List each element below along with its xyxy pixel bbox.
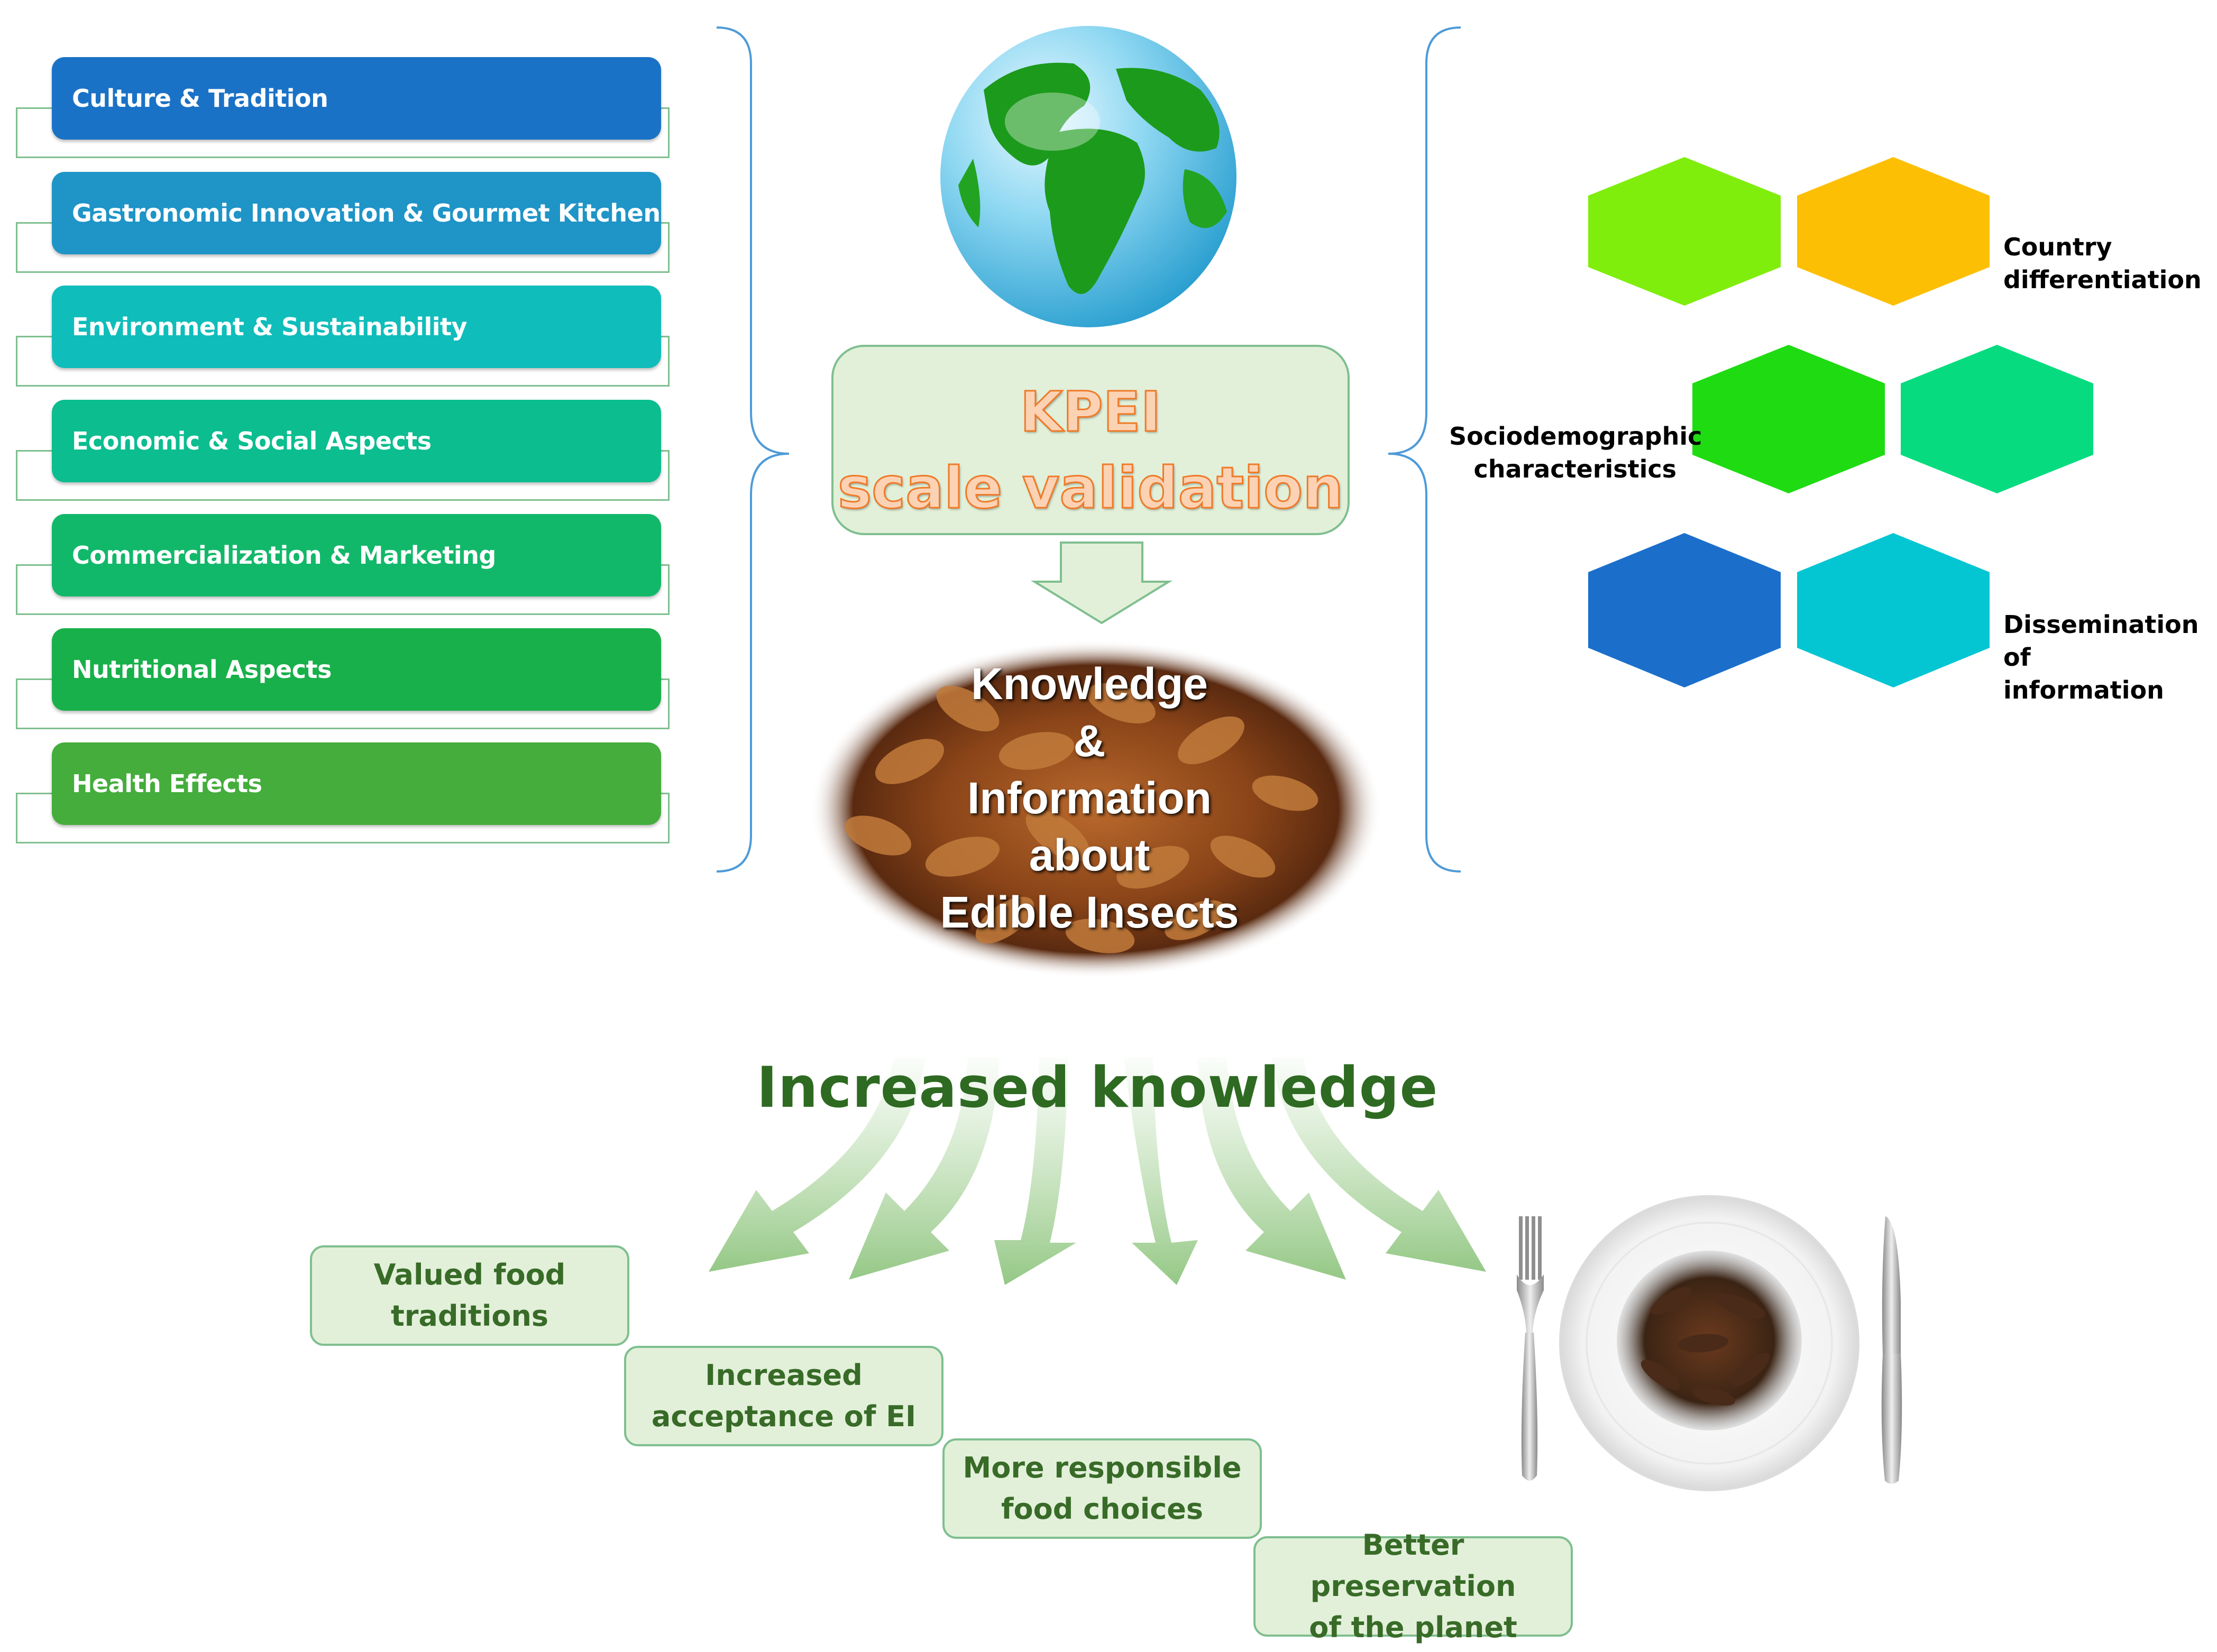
dimension-bar: Environment & Sustainability <box>52 286 661 368</box>
dimension-item: Health Effects <box>16 742 672 846</box>
increased-knowledge-title: Increased knowledge <box>756 1055 1439 1120</box>
dimension-item: Commercialization & Marketing <box>16 514 672 617</box>
dimension-item: Environment & Sustainability <box>16 286 672 389</box>
knife-icon <box>1881 1216 1902 1484</box>
outcome-text: More responsible food choices <box>963 1451 1242 1526</box>
dimension-label: Commercialization & Marketing <box>72 541 496 570</box>
dimension-bar: Commercialization & Marketing <box>52 514 661 596</box>
plate-with-insects-icon <box>1559 1195 1859 1491</box>
dimension-bar: Nutritional Aspects <box>52 628 661 711</box>
hexagon-tile <box>1797 157 1990 306</box>
insects-text-line: Knowledge <box>970 659 1208 709</box>
dimension-bar: Economic & Social Aspects <box>52 400 661 482</box>
hexagon-tile <box>1692 345 1885 493</box>
hexagon-tile <box>1901 345 2093 493</box>
insects-text-line: & <box>1073 716 1106 766</box>
kpei-title: KPEI <box>1019 379 1162 445</box>
hexagon-grid <box>1588 157 2093 687</box>
outcome-text: Valued food traditions <box>373 1258 566 1333</box>
hexagon-tile <box>1588 533 1781 687</box>
insects-text-line: about <box>1029 830 1150 880</box>
hexagon-tile <box>1588 157 1781 306</box>
outcome-box: Valued food traditions <box>310 1245 629 1346</box>
left-brace <box>716 26 790 873</box>
dimension-label: Health Effects <box>72 769 262 798</box>
dimension-item: Economic & Social Aspects <box>16 400 672 503</box>
outcome-box: Better preservation of the planet <box>1253 1528 1573 1644</box>
dimension-label: Nutritional Aspects <box>72 655 332 684</box>
hex-label-country: Country differentiation <box>2003 233 2202 294</box>
dimension-item: Gastronomic Innovation & Gourmet Kitchen <box>16 172 672 275</box>
dimension-label: Environment & Sustainability <box>72 313 468 341</box>
dimension-item: Culture & Tradition <box>16 57 672 160</box>
dimension-bar: Gastronomic Innovation & Gourmet Kitchen <box>52 172 661 254</box>
outcome-text: Better preservation of the planet <box>1309 1528 1517 1644</box>
globe-icon <box>940 26 1236 327</box>
hex-label-dissemination: Dissemination of information <box>2003 610 2199 704</box>
insects-text-line: Edible Insects <box>940 887 1239 937</box>
kpei-subtitle: scale validation <box>837 455 1344 522</box>
dimension-label: Economic & Social Aspects <box>72 427 432 455</box>
knowledge-arrows <box>709 1058 1486 1285</box>
outcome-box: More responsible food choices <box>942 1438 1262 1539</box>
outcome-box: Increased acceptance of EI <box>624 1346 943 1446</box>
dimension-bar: Culture & Tradition <box>52 57 661 140</box>
down-arrow-icon <box>1030 542 1173 625</box>
hex-label-sociodemographic: Sociodemographic characteristics <box>1449 422 1702 483</box>
hexagon-tile <box>1797 533 1990 687</box>
kpei-scale-box: KPEI scale validation <box>831 345 1350 535</box>
insects-text-line: Information <box>967 773 1212 823</box>
dimension-label: Culture & Tradition <box>72 84 328 113</box>
insects-image <box>810 640 1381 978</box>
dimension-label: Gastronomic Innovation & Gourmet Kitchen <box>72 199 661 227</box>
right-brace <box>1388 26 1461 873</box>
fork-icon <box>1517 1216 1544 1481</box>
dimension-bar: Health Effects <box>52 742 661 825</box>
dimension-item: Nutritional Aspects <box>16 628 672 731</box>
outcome-text: Increased acceptance of EI <box>651 1359 917 1433</box>
